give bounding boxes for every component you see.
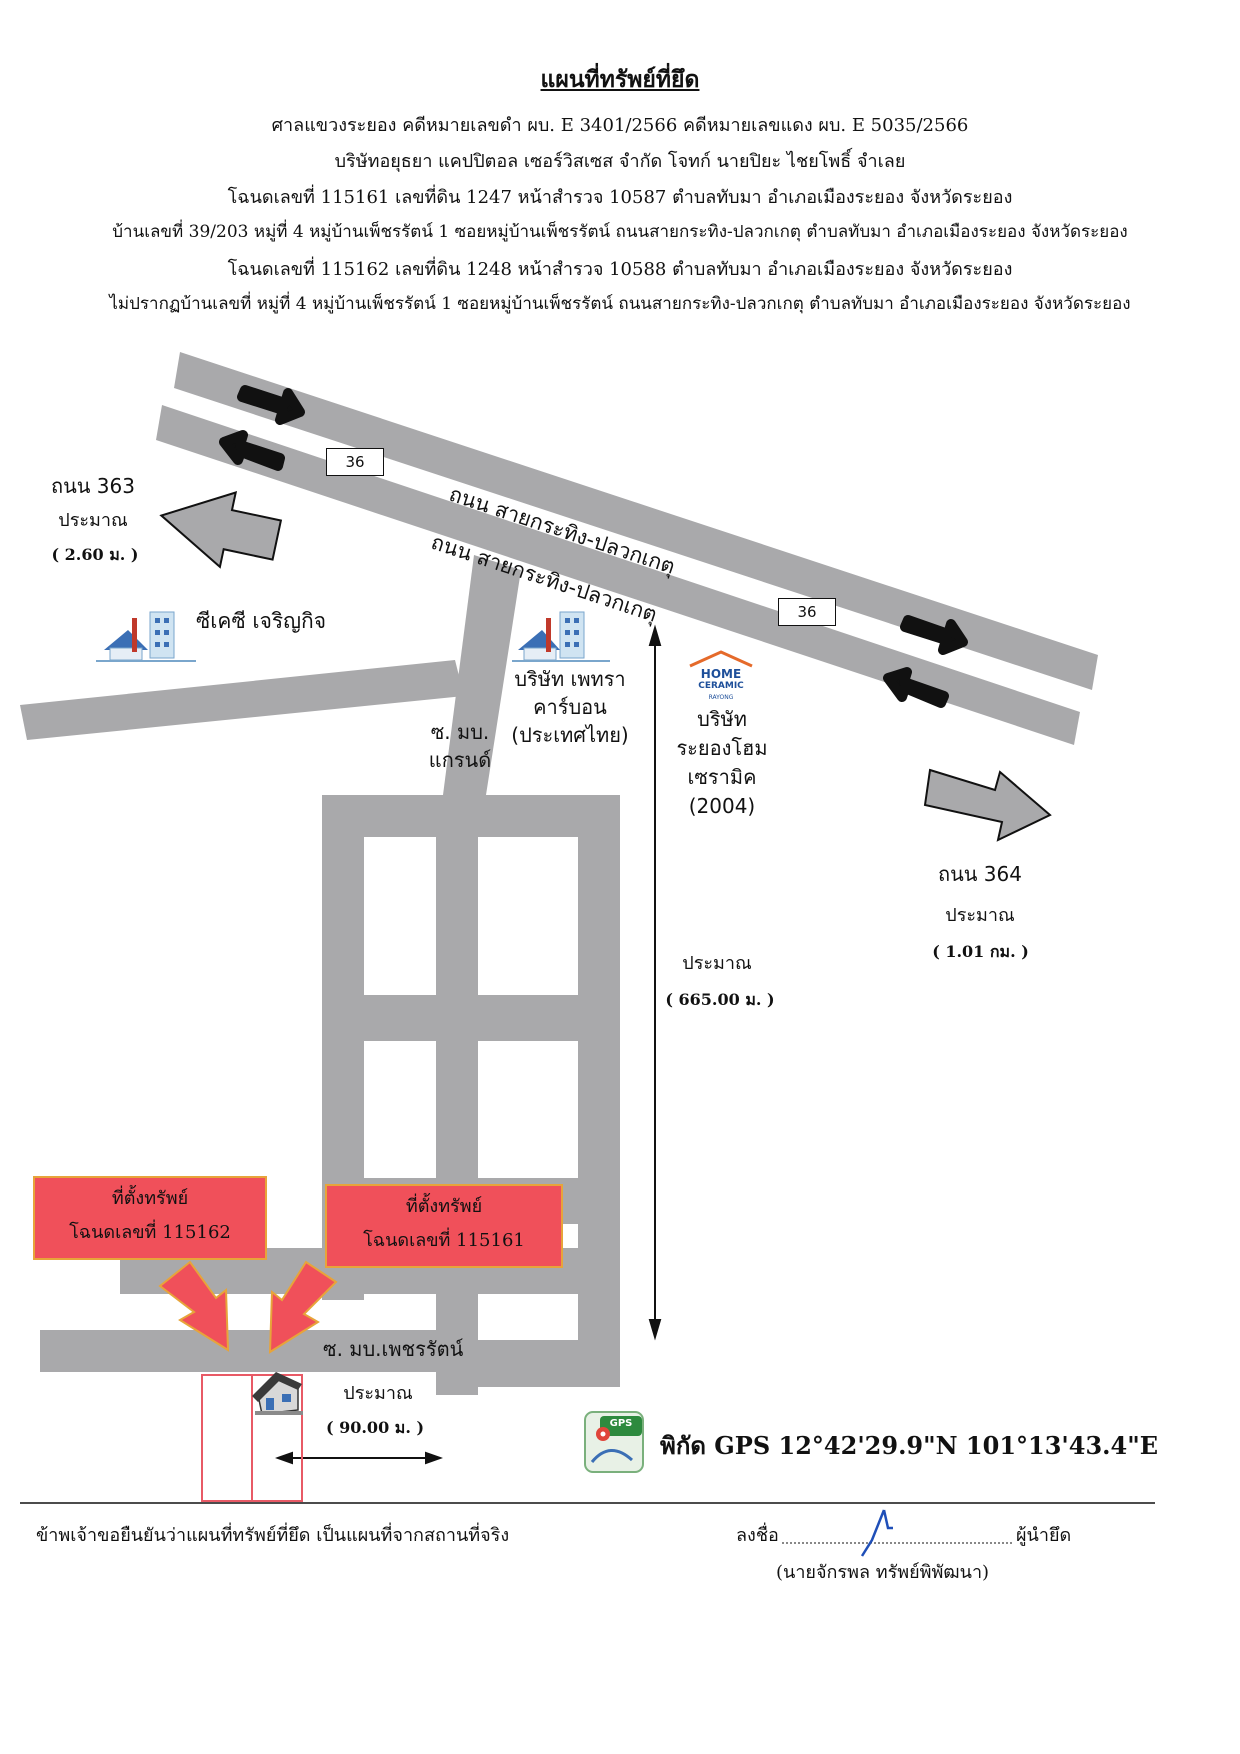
footer-sign-label: ลงชื่อ bbox=[736, 1525, 779, 1546]
highway-lane-upper bbox=[174, 352, 1098, 690]
home-logo-line-3: RAYONG bbox=[708, 694, 734, 701]
header-line-address-2: ไม่ปรากฏบ้านเลขที่ หมู่ที่ 4 หมู่บ้านเพ็… bbox=[109, 294, 1131, 314]
header-line-parties: บริษัทอยุธยา แคปปิตอล เซอร์วิสเซส จำกัด … bbox=[334, 151, 906, 172]
traffic-arrow-left-icon bbox=[219, 430, 285, 471]
pointer-arrow-115162-icon bbox=[158, 1260, 230, 1352]
landmark-home-line-4: (2004) bbox=[688, 794, 756, 818]
landmark-petra-line-1: บริษัท เพทรา bbox=[514, 667, 626, 691]
landmark-petra: บริษัท เพทรา คาร์บอน (ประเทศไทย) bbox=[500, 665, 640, 749]
property-115161-title: ที่ตั้งทรัพย์ bbox=[405, 1196, 483, 1217]
landmark-home-line-1: บริษัท bbox=[697, 707, 747, 731]
route-badge-36-right: 36 bbox=[778, 598, 836, 626]
header-line-court: ศาลแขวงระยอง คดีหมายเลขดำ ผบ. E 3401/256… bbox=[271, 115, 969, 136]
direction-arrow-right-icon bbox=[923, 768, 1052, 842]
highway-lane-lower bbox=[156, 405, 1080, 745]
landmark-home-ceramic: บริษัท ระยองโฮม เซรามิค (2004) bbox=[672, 705, 772, 821]
property-box-115161: ที่ตั้งทรัพย์ โฉนดเลขที่ 115161 bbox=[325, 1184, 563, 1268]
soi-grand-line-1: ซ. มบ. bbox=[430, 720, 490, 744]
footer-signer-name: (นายจักรพล ทรัพย์พิพัฒนา) bbox=[776, 1562, 990, 1583]
bottom-distance: ( 90.00 ม. ) bbox=[325, 1418, 425, 1437]
right-approx: ประมาณ bbox=[945, 905, 1015, 926]
village-road-middle bbox=[436, 795, 478, 1395]
header-line-deed-115161: โฉนดเลขที่ 115161 เลขที่ดิน 1247 หน้าสำร… bbox=[227, 187, 1013, 208]
vertical-distance-arrow-icon bbox=[648, 624, 662, 1341]
vertical-approx: ประมาณ bbox=[682, 953, 752, 974]
building-icon-ckc bbox=[96, 611, 196, 662]
soi-petcharat-road bbox=[40, 1330, 478, 1372]
header-line-deed-115162: โฉนดเลขที่ 115162 เลขที่ดิน 1248 หน้าสำร… bbox=[227, 259, 1013, 280]
home-ceramic-logo: HOME CERAMIC RAYONG bbox=[690, 668, 752, 704]
house-icon bbox=[252, 1372, 303, 1415]
left-branch-road bbox=[20, 660, 464, 740]
home-logo-line-2: CERAMIC bbox=[698, 681, 744, 691]
signature-mark bbox=[860, 1509, 893, 1557]
header-line-address-1: บ้านเลขที่ 39/203 หมู่ที่ 4 หมู่บ้านเพ็ช… bbox=[112, 222, 1128, 242]
footer-role: ผู้นำยึด bbox=[1016, 1525, 1072, 1546]
village-road-bottom bbox=[436, 1340, 620, 1387]
soi-grand-label: ซ. มบ. แกรนด์ bbox=[420, 718, 500, 774]
landmark-ckc: ซีเคซี เจริญกิจ bbox=[196, 609, 327, 633]
gps-coordinates: พิกัด GPS 12°42'29.9"N 101°13'43.4"E bbox=[660, 1431, 1159, 1460]
direction-arrow-left-icon bbox=[159, 491, 283, 569]
landmark-petra-line-3: (ประเทศไทย) bbox=[511, 723, 629, 747]
gps-app-icon bbox=[584, 1411, 644, 1473]
property-115162-deed: โฉนดเลขที่ 115162 bbox=[69, 1222, 231, 1243]
vertical-distance: ( 665.00 ม. ) bbox=[665, 990, 775, 1009]
building-icon-petra bbox=[512, 611, 610, 662]
landmark-home-line-2: ระยองโฮม bbox=[676, 736, 768, 760]
footer-statement: ข้าพเจ้าขอยืนยันว่าแผนที่ทรัพย์ที่ยึด เป… bbox=[36, 1525, 510, 1546]
route-badge-36-left: 36 bbox=[326, 448, 384, 476]
landmark-petra-line-2: คาร์บอน bbox=[533, 695, 607, 719]
traffic-arrow-left-icon-2 bbox=[883, 667, 949, 708]
bottom-approx: ประมาณ bbox=[343, 1383, 413, 1404]
gps-icon-label: GPS bbox=[609, 1418, 633, 1429]
village-road-cross-1 bbox=[322, 995, 620, 1041]
plot-115162 bbox=[201, 1374, 253, 1502]
pointer-arrow-115161-icon bbox=[268, 1260, 338, 1354]
village-road-right bbox=[578, 795, 620, 1387]
soi-grand-road bbox=[443, 555, 521, 795]
property-box-115162: ที่ตั้งทรัพย์ โฉนดเลขที่ 115162 bbox=[33, 1176, 267, 1260]
home-ceramic-roof-icon bbox=[689, 650, 753, 668]
left-approx: ประมาณ bbox=[58, 510, 128, 531]
document-title: แผนที่ทรัพย์ที่ยึด bbox=[540, 66, 700, 93]
soi-petcharat-label: ซ. มบ.เพชรรัตน์ bbox=[323, 1337, 464, 1361]
home-logo-line-1: HOME bbox=[700, 667, 742, 681]
soi-grand-line-2: แกรนด์ bbox=[428, 748, 492, 772]
right-road-name: ถนน 364 bbox=[938, 862, 1022, 886]
traffic-arrows bbox=[219, 385, 968, 708]
left-road-name: ถนน 363 bbox=[51, 474, 135, 498]
property-115162-title: ที่ตั้งทรัพย์ bbox=[111, 1188, 189, 1209]
right-distance: ( 1.01 กม. ) bbox=[932, 942, 1029, 961]
traffic-arrow-right-icon bbox=[237, 385, 305, 425]
left-distance: ( 2.60 ม. ) bbox=[51, 545, 139, 564]
bottom-distance-arrow-icon bbox=[275, 1451, 443, 1465]
traffic-arrow-right-icon-2 bbox=[900, 615, 968, 655]
property-115161-deed: โฉนดเลขที่ 115161 bbox=[363, 1230, 525, 1251]
landmark-home-line-3: เซรามิค bbox=[687, 765, 757, 789]
